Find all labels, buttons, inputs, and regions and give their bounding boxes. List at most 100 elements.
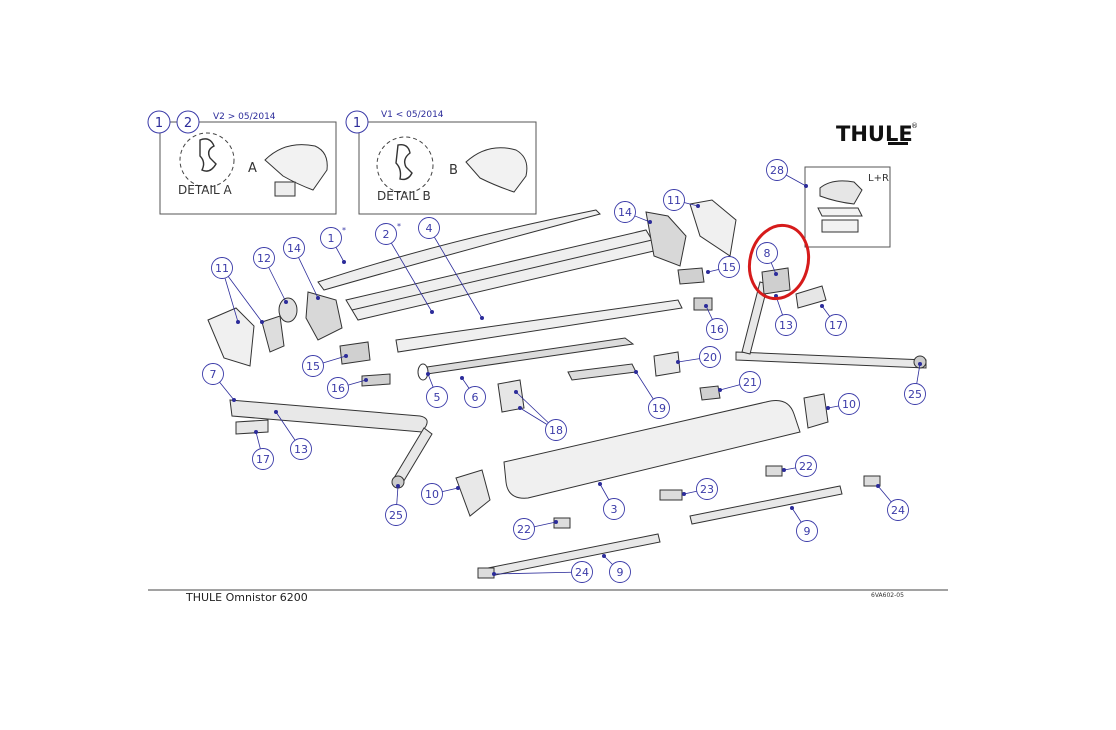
leader-dot-10 <box>826 406 830 410</box>
callout-bubble-22 <box>795 455 817 477</box>
callout-bubble-5 <box>426 386 448 408</box>
leader-dot-20 <box>676 360 680 364</box>
callout-bubble-20 <box>699 346 721 368</box>
inset-28-note: L+R <box>868 173 889 184</box>
leader-dot-3 <box>598 482 602 486</box>
detail-a-letter: A <box>248 161 257 176</box>
part-5-roller-end <box>417 363 429 381</box>
leader-dot-17 <box>820 304 824 308</box>
part-14-right-gearbox <box>645 211 687 267</box>
part-2-groove <box>351 239 653 311</box>
leader-dot-17 <box>254 430 258 434</box>
leader-dot-11 <box>236 320 240 324</box>
leader-dot-11 <box>696 204 700 208</box>
detail-a-caption: DETAIL A <box>178 183 232 197</box>
leader-dot-23 <box>682 492 686 496</box>
inset-28-bracket-sketch <box>819 180 863 205</box>
callout-label-12: 12 <box>257 252 271 265</box>
inset-28-block-sketch <box>821 219 859 233</box>
leader-dot-22 <box>554 520 558 524</box>
leader-dot-6 <box>460 376 464 380</box>
detail-b-panel: 1 V1 < 05/2014 DETAIL B B <box>345 110 537 215</box>
leader-dot-11 <box>260 320 264 324</box>
callout-bubble-10 <box>838 393 860 415</box>
detail-a-clip-sketch <box>274 181 296 197</box>
part-17-left-cover <box>235 419 269 435</box>
callout-label-13: 13 <box>779 319 793 332</box>
callout-label-9: 9 <box>617 566 624 579</box>
callout-bubble-19 <box>648 397 670 419</box>
leader-dot-7 <box>232 398 236 402</box>
logo-underline <box>888 142 908 145</box>
part-11-left-endcap <box>207 307 255 367</box>
callout-bubble-13 <box>290 438 312 460</box>
part-24-left-clip <box>477 567 495 579</box>
detail-b-version-label: V1 < 05/2014 <box>381 110 444 120</box>
callout-bubble-11 <box>211 257 233 279</box>
callout-label-22: 22 <box>517 523 531 536</box>
callout-bubble-12 <box>253 247 275 269</box>
detail-b-zoom-circle <box>376 136 434 194</box>
leader-dot-24 <box>876 484 880 488</box>
callout-label-17: 17 <box>256 453 270 466</box>
callout-bubble-4 <box>418 217 440 239</box>
detail-a-version-label: V2 > 05/2014 <box>213 112 276 122</box>
callout-bubble-7 <box>202 363 224 385</box>
callout-label-10: 10 <box>842 398 856 411</box>
callout-bubble-25 <box>385 504 407 526</box>
callout-label-5: 5 <box>434 391 441 404</box>
callout-label-24: 24 <box>891 504 905 517</box>
leader-dot-14 <box>648 220 652 224</box>
leader-dot-13 <box>274 410 278 414</box>
part-24-right-clip <box>863 475 881 487</box>
inset-28-frame <box>804 166 891 248</box>
right-arm-upper <box>735 351 927 369</box>
callout-bubble-17 <box>252 448 274 470</box>
callout-bubble-16 <box>706 318 728 340</box>
leader-dot-28 <box>804 184 808 188</box>
leader-dot-16 <box>364 378 368 382</box>
callout-label-21: 21 <box>743 376 757 389</box>
part-22-left-clip <box>553 517 571 529</box>
callout-bubble-3 <box>603 498 625 520</box>
leader-dot-25 <box>918 362 922 366</box>
part-18-bracket <box>497 379 525 413</box>
callout-label-15: 15 <box>306 360 320 373</box>
part-23-clip <box>659 489 683 501</box>
callout-label-10: 10 <box>425 488 439 501</box>
leader-dot-24 <box>492 572 496 576</box>
callout-label-22: 22 <box>799 460 813 473</box>
leader-dot-14 <box>316 296 320 300</box>
logo-registered-mark: ® <box>911 122 918 130</box>
part-21-clip <box>699 385 721 401</box>
leader-dot-9 <box>790 506 794 510</box>
callout-bubble-18 <box>545 419 567 441</box>
callout-bubble-2 <box>375 223 397 245</box>
leader-dot-8 <box>774 272 778 276</box>
callout-bubble-6 <box>464 386 486 408</box>
part-10-right-endcap <box>803 393 829 429</box>
callout-label-19: 19 <box>652 402 666 415</box>
inset-28-strip-sketch <box>817 207 863 217</box>
callout-label-8: 8 <box>764 247 771 260</box>
leader-dot-18 <box>514 390 518 394</box>
leader-line-11 <box>221 267 263 323</box>
part-8-arm-joint <box>761 267 791 295</box>
leader-dot-9 <box>602 554 606 558</box>
callout-label-7: 7 <box>210 368 217 381</box>
detail-b-profile-shape <box>395 143 413 181</box>
part-11-right-endcap <box>689 199 737 257</box>
callout-bubble-23 <box>696 478 718 500</box>
callout-asterisk-2: * <box>397 222 401 231</box>
leader-line-2 <box>385 233 433 313</box>
callout-label-14: 14 <box>618 206 632 219</box>
part-1-top-profile <box>317 209 601 291</box>
leader-line-24 <box>493 571 583 575</box>
part-20-block <box>653 351 681 377</box>
detail-a-badge-2 <box>176 110 200 134</box>
detail-b-badge-1-label: 1 <box>353 116 361 131</box>
callout-label-23: 23 <box>700 483 714 496</box>
callout-bubble-22 <box>513 518 535 540</box>
